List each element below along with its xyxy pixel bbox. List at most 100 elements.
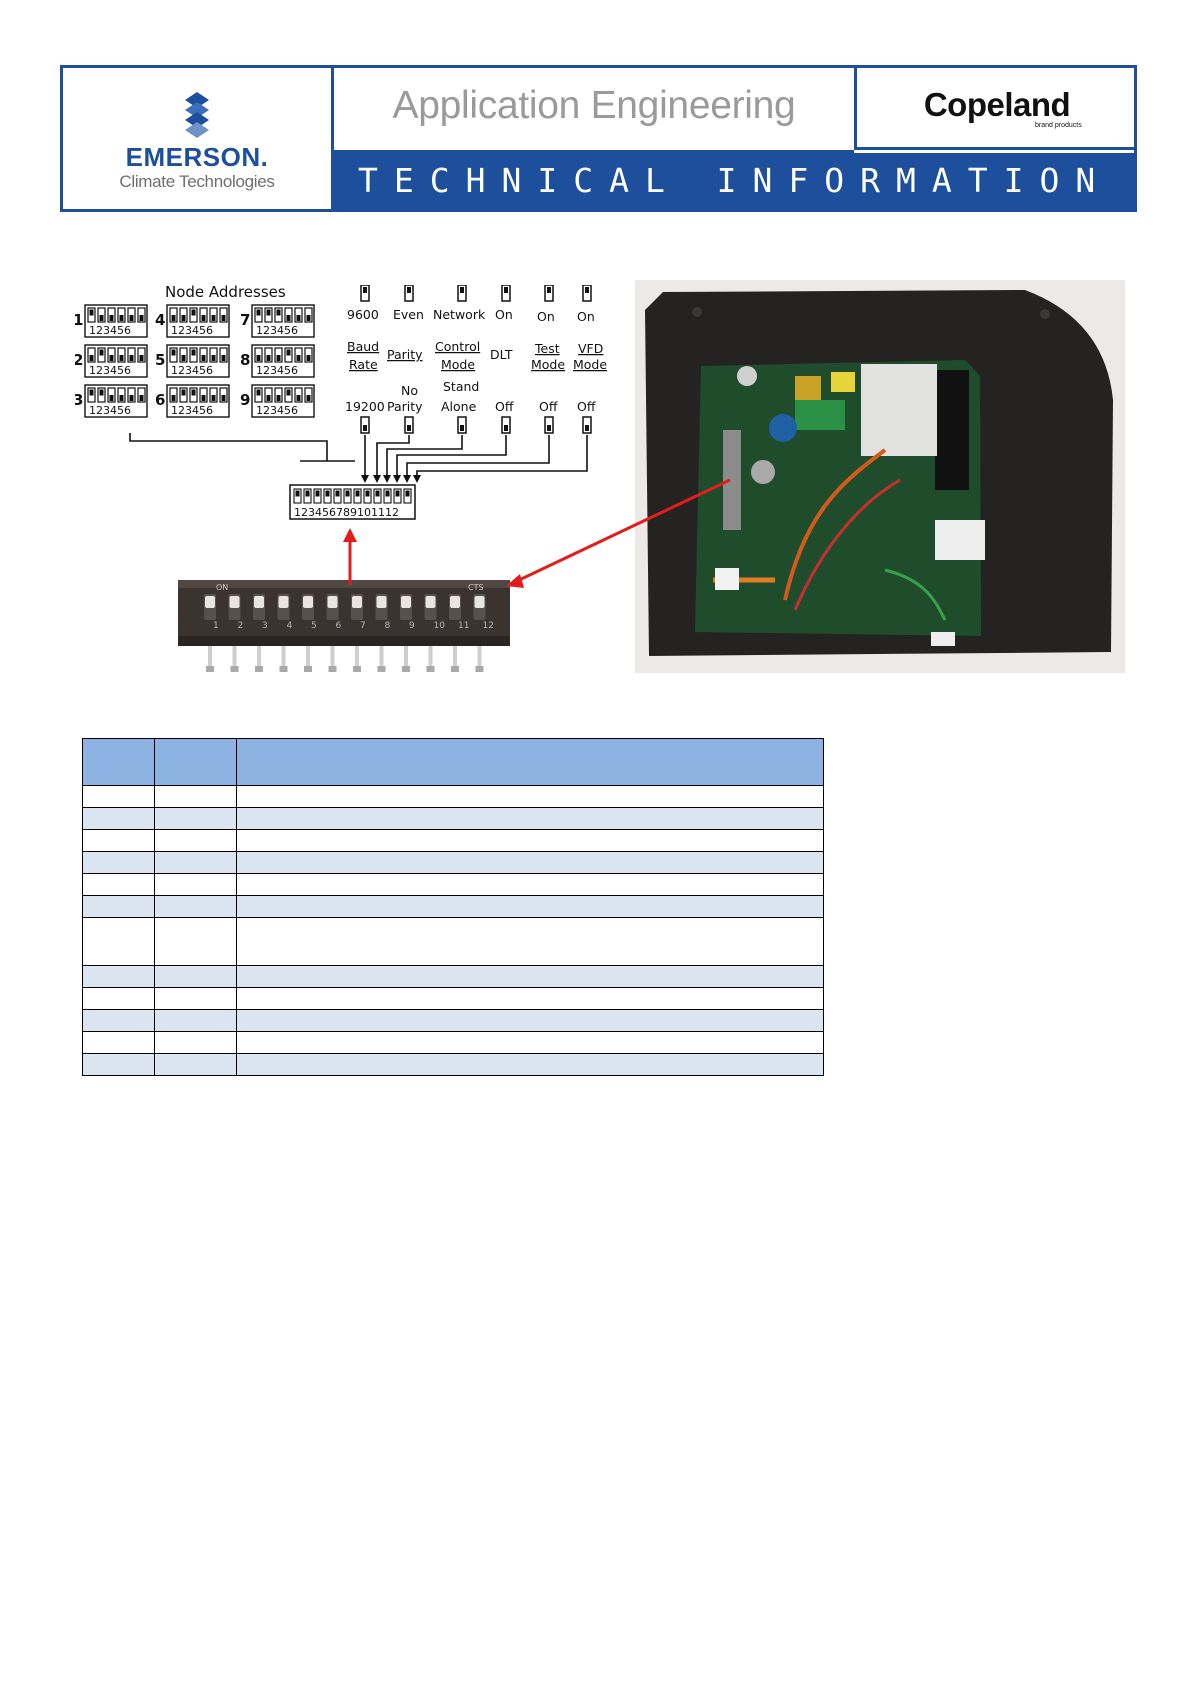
node-switch-position [127, 347, 136, 363]
technical-information-banner: TECHNICAL INFORMATION [334, 153, 1134, 209]
node-switch-numbers: 123456 [89, 324, 131, 337]
dip-switch-settings-table [82, 738, 825, 1076]
table-row [82, 917, 825, 966]
dip-actuator-knob [229, 596, 240, 608]
svg-text:19200: 19200 [345, 399, 385, 414]
node-switch-position [304, 387, 313, 403]
svg-text:On: On [495, 307, 513, 322]
dip-position-number: 11 [458, 621, 469, 631]
table-cell [235, 1053, 825, 1076]
dip-position-number: 8 [385, 621, 391, 631]
svg-text:Parity: Parity [387, 347, 423, 362]
main-switch-position [403, 488, 412, 504]
node-switch-position [87, 347, 96, 363]
table-row [82, 851, 825, 874]
node-switch-position [97, 387, 106, 403]
table-header-cell [235, 738, 825, 786]
dip-position-number: 1 [213, 621, 219, 631]
svg-text:On: On [537, 309, 555, 324]
svg-text:Even: Even [393, 307, 424, 322]
table-cell [82, 807, 155, 830]
dip-actuator-knob [278, 596, 289, 608]
dip-cts-label: CTS [468, 583, 484, 592]
node-switch-position [127, 387, 136, 403]
table-cell [235, 917, 825, 966]
table-header-cell [82, 738, 155, 786]
table-cell [153, 807, 237, 830]
main-switch-position [293, 488, 302, 504]
node-switch-position [107, 387, 116, 403]
table-cell [82, 1053, 155, 1076]
node-switch-position [189, 307, 198, 323]
node-address-number: 3 [75, 391, 83, 409]
node-switch-position [97, 307, 106, 323]
emerson-mark-icon [185, 92, 209, 138]
node-switch-numbers: 123456 [171, 404, 213, 417]
node-switch-position [209, 387, 218, 403]
node-switch-position [199, 387, 208, 403]
svg-text:9600: 9600 [347, 307, 379, 322]
node-address-number: 9 [240, 391, 250, 409]
dip-pin [208, 646, 212, 668]
dip-actuator-knob [401, 596, 411, 608]
document-title: Application Engineering [334, 68, 854, 153]
table-row [82, 1053, 825, 1076]
dip-position-number: 12 [483, 621, 494, 631]
table-row [82, 829, 825, 852]
table-cell [82, 1009, 155, 1032]
dip-position-number: 9 [409, 621, 415, 631]
node-switch-position [254, 347, 263, 363]
table-cell [153, 1031, 237, 1054]
node-switch-position [294, 387, 303, 403]
table-row [82, 785, 825, 808]
dip-position-number: 2 [238, 621, 244, 631]
node-switch-position [169, 347, 178, 363]
node-switch-position [254, 307, 263, 323]
table-cell [153, 851, 237, 874]
table-cell [235, 895, 825, 918]
svg-text:DLT: DLT [490, 347, 513, 362]
dip-position-number: 7 [360, 621, 366, 631]
switch-connector-lines [129, 433, 588, 481]
baud-rate-switch: 9600 Baud Rate 19200 [345, 285, 385, 434]
test-mode-switch: On Test Mode Off [531, 285, 565, 434]
node-switch-position [264, 387, 273, 403]
table-cell [153, 829, 237, 852]
dip-pin [355, 646, 359, 668]
dip-pin [404, 646, 408, 668]
table-cell [153, 917, 237, 966]
svg-text:Off: Off [539, 399, 558, 414]
node-switch-position [169, 307, 178, 323]
node-switch-position [199, 307, 208, 323]
node-switch-numbers: 123456 [89, 404, 131, 417]
node-switch-position [304, 347, 313, 363]
table-row [82, 895, 825, 918]
node-switch-position [274, 307, 283, 323]
dip-actuator-knob [327, 596, 338, 608]
table-header-row [82, 738, 825, 786]
table-cell [153, 1053, 237, 1076]
node-switch-numbers: 123456 [171, 364, 213, 377]
node-switch-position [294, 347, 303, 363]
dip-pin [428, 646, 433, 668]
dip-actuator-knob [450, 596, 460, 608]
table-cell [235, 873, 825, 896]
dip-switch-diagram: Node Addresses 1123456212345631234564123… [75, 285, 607, 520]
node-switch-position [219, 387, 228, 403]
dip-actuator-knob [425, 596, 436, 608]
table-row [82, 1031, 825, 1054]
control-mode-switch: Network Control Mode Stand Alone [433, 285, 486, 434]
node-switch-position [264, 347, 273, 363]
node-switch-position [97, 347, 106, 363]
table-header-cell [153, 738, 237, 786]
node-switch-position [219, 347, 228, 363]
main-dip-switch: 123456789101112 [289, 484, 416, 520]
table-cell [153, 873, 237, 896]
table-cell [153, 895, 237, 918]
table-cell [235, 851, 825, 874]
